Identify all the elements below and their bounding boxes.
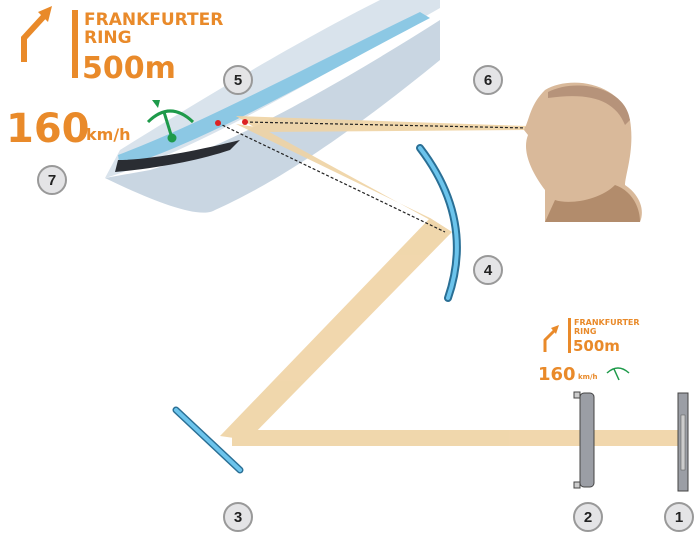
label-5: 5 bbox=[223, 65, 253, 95]
speedometer-icon bbox=[146, 100, 195, 143]
hud-image-large: FRANKFURTER RING 500m 160 km/h bbox=[6, 6, 223, 152]
svg-text:6: 6 bbox=[484, 72, 492, 89]
svg-text:4: 4 bbox=[484, 262, 493, 279]
distance: 500m bbox=[573, 337, 620, 355]
street-name-line2: RING bbox=[574, 327, 596, 336]
dashed-line bbox=[217, 121, 529, 233]
speedometer-icon bbox=[606, 367, 630, 381]
speed-value: 160 bbox=[538, 364, 576, 385]
lens-2 bbox=[573, 391, 595, 489]
hud-image-small: FRANKFURTER RING 500m 160 km/h bbox=[538, 318, 640, 385]
svg-text:2: 2 bbox=[584, 509, 592, 526]
virtual-image-point bbox=[242, 119, 248, 125]
street-name-line2: RING bbox=[84, 28, 132, 48]
windshield bbox=[105, 0, 440, 213]
virtual-image-point bbox=[215, 120, 221, 126]
label-3: 3 bbox=[223, 502, 253, 532]
street-name-line1: FRANKFURTER bbox=[574, 318, 640, 327]
display-1 bbox=[677, 392, 689, 492]
svg-text:3: 3 bbox=[234, 509, 242, 526]
street-name-line1: FRANKFURTER bbox=[84, 10, 223, 30]
label-4: 4 bbox=[473, 255, 503, 285]
svg-text:5: 5 bbox=[234, 72, 242, 89]
driver-head bbox=[524, 82, 642, 222]
number-labels: 1 2 3 4 5 6 7 bbox=[37, 65, 694, 532]
speed-value: 160 bbox=[6, 106, 90, 152]
label-6: 6 bbox=[473, 65, 503, 95]
speed-unit: km/h bbox=[578, 373, 598, 381]
svg-text:1: 1 bbox=[675, 509, 683, 526]
turn-arrow-icon bbox=[21, 11, 49, 62]
label-7: 7 bbox=[37, 165, 67, 195]
svg-text:7: 7 bbox=[48, 172, 56, 189]
label-2: 2 bbox=[573, 502, 603, 532]
label-1: 1 bbox=[664, 502, 694, 532]
speed-unit: km/h bbox=[86, 125, 131, 144]
distance: 500m bbox=[82, 51, 176, 86]
light-beam bbox=[220, 116, 680, 446]
